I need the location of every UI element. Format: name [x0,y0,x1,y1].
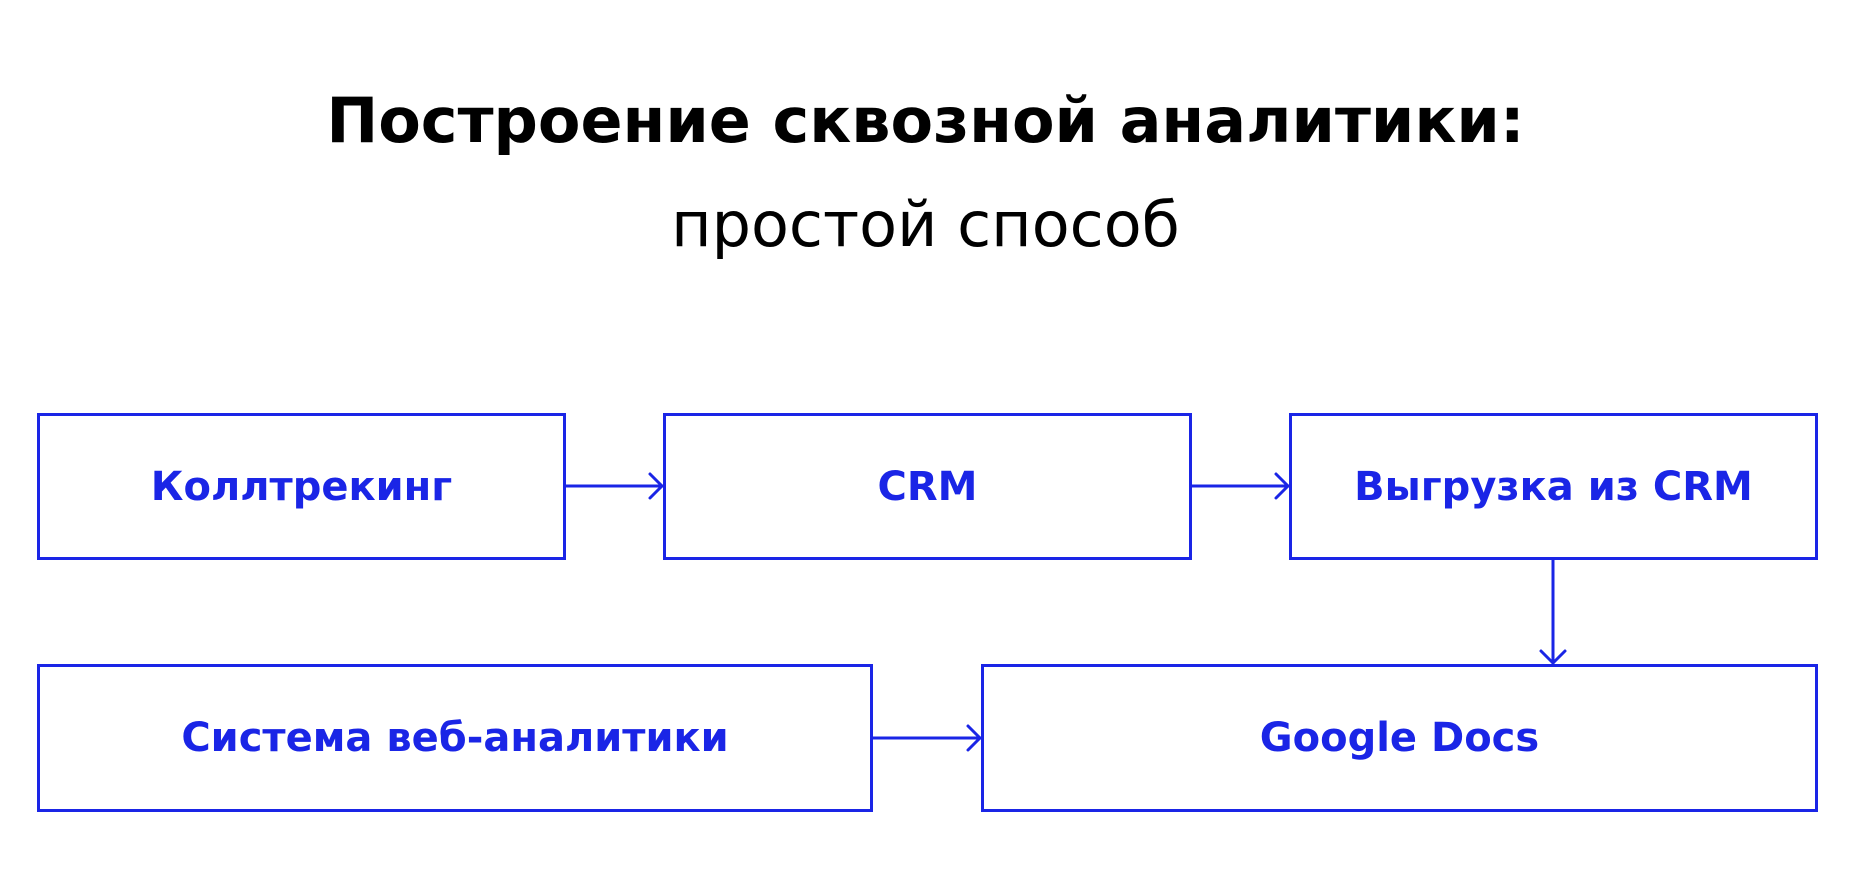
arrow-export-to-gdocs [1539,558,1567,665]
node-label: Коллтрекинг [150,463,453,510]
node-calltracking: Коллтрекинг [37,413,566,560]
node-label: Google Docs [1259,715,1540,761]
arrow-crm-to-export [1190,472,1290,500]
arrow-webanalytics-to-gdocs [871,724,982,752]
node-web-analytics: Система веб-аналитики [37,664,873,812]
node-label: Выгрузка из CRM [1354,463,1753,510]
node-crm: CRM [663,413,1192,560]
node-google-docs: Google Docs [981,664,1818,812]
node-label: CRM [877,463,978,510]
diagram-subtitle: простой способ [671,188,1180,261]
arrow-calltracking-to-crm [564,472,664,500]
diagram-title: Построение сквозной аналитики: [326,84,1525,157]
node-export-from-crm: Выгрузка из CRM [1289,413,1818,560]
node-label: Система веб-аналитики [181,715,729,761]
